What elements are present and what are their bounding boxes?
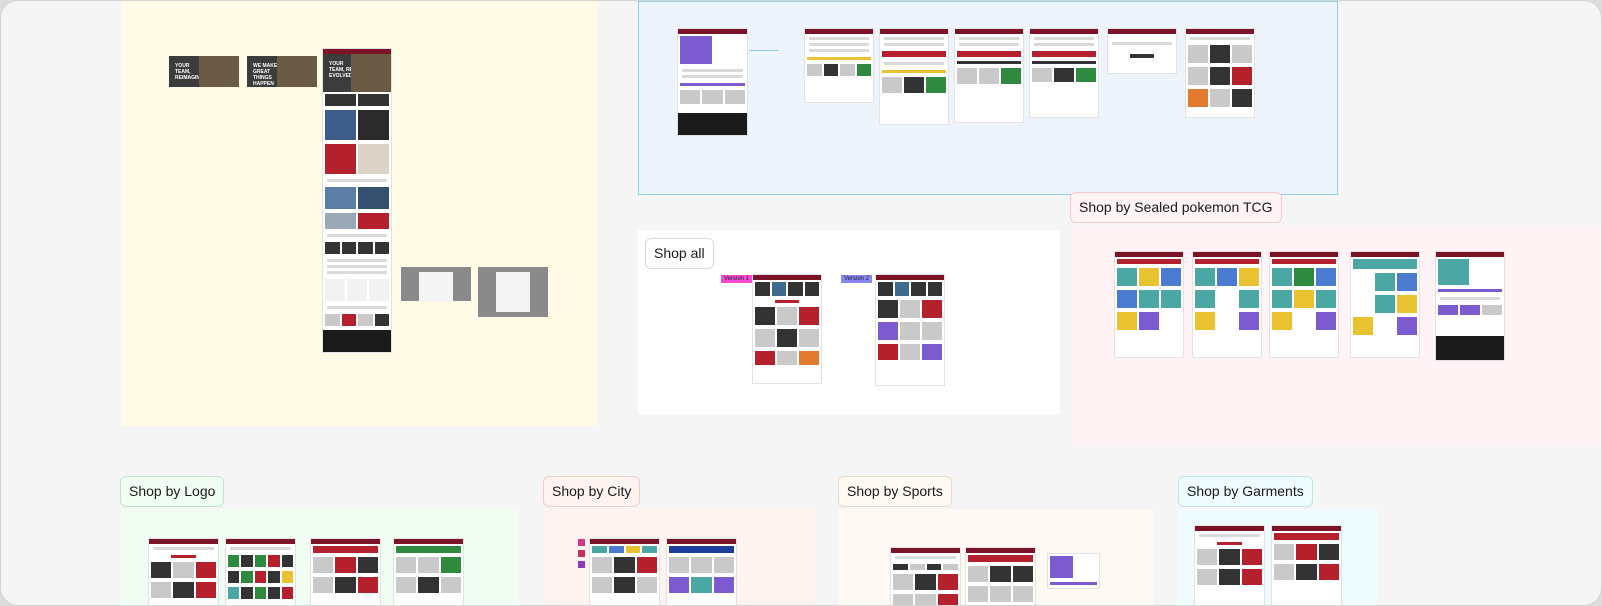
site-header: [323, 49, 391, 54]
pokemon-frame-3[interactable]: [1269, 251, 1339, 358]
city-swatch: [578, 539, 585, 546]
empty-state-frame[interactable]: [1107, 28, 1177, 74]
garments-frame-2[interactable]: [1271, 525, 1342, 605]
section-label-sealed-pokemon[interactable]: Shop by Sealed pokemon TCG: [1070, 192, 1282, 223]
shop-sports-section: [838, 509, 1154, 605]
shop-garments-section: [1178, 509, 1378, 605]
pokemon-frame-4[interactable]: [1350, 251, 1420, 358]
version-tag-2: Version 2: [841, 275, 873, 283]
homepage-frame[interactable]: YOUR TEAM, RE-EVOLVED: [322, 48, 392, 353]
banner-title: WE MAKE GREAT THINGS HAPPEN: [253, 63, 278, 87]
banner-photo: [351, 54, 391, 92]
logo-frame-1[interactable]: [148, 538, 219, 605]
city-swatch: [578, 561, 585, 568]
cart-frame-2[interactable]: [879, 28, 949, 125]
banner-title: YOUR TEAM, REIMAGINED: [175, 63, 207, 81]
modal-thumb-2[interactable]: [478, 267, 548, 317]
sports-frame-2[interactable]: [965, 547, 1036, 605]
hero-banner-thumb-2[interactable]: WE MAKE GREAT THINGS HAPPEN: [247, 56, 317, 87]
city-frame-2[interactable]: [666, 538, 737, 605]
banner-photo: [277, 56, 317, 87]
section-label-shop-city[interactable]: Shop by City: [543, 476, 641, 507]
product-detail-frame[interactable]: [677, 28, 748, 136]
modal-thumb-1[interactable]: [401, 267, 471, 302]
banner-photo: [199, 56, 239, 87]
sports-product-frame[interactable]: [1047, 553, 1100, 589]
hero-banner-thumb-1[interactable]: YOUR TEAM, REIMAGINED: [169, 56, 239, 87]
banner-title: YOUR TEAM, RE-EVOLVED: [329, 61, 355, 79]
wishlist-frame[interactable]: [1185, 28, 1255, 118]
section-label-shop-garments[interactable]: Shop by Garments: [1178, 476, 1313, 507]
logo-frame-4[interactable]: [393, 538, 464, 605]
shop-all-v1-frame[interactable]: [752, 274, 822, 384]
cart-frame-4[interactable]: [1029, 28, 1099, 118]
version-tag-1: Version 1: [721, 275, 753, 283]
shop-city-section: [544, 509, 814, 605]
site-footer: [323, 330, 391, 352]
checkout-flow-section: [638, 1, 1338, 195]
logo-frame-2[interactable]: [225, 538, 296, 605]
logo-frame-3[interactable]: [310, 538, 381, 605]
shop-all-v2-frame[interactable]: [875, 274, 945, 386]
pokemon-frame-2[interactable]: [1192, 251, 1262, 358]
section-label-shop-sports[interactable]: Shop by Sports: [838, 476, 952, 507]
sports-frame-1[interactable]: [890, 547, 961, 605]
section-label-shop-all[interactable]: Shop all: [645, 238, 714, 269]
garments-frame-1[interactable]: [1194, 525, 1265, 605]
pokemon-product-frame[interactable]: [1435, 251, 1505, 361]
cart-frame-3[interactable]: [954, 28, 1024, 123]
hero-banner: YOUR TEAM, RE-EVOLVED: [323, 54, 391, 92]
cart-frame-1[interactable]: [804, 28, 874, 103]
flow-connector: [749, 50, 779, 51]
pokemon-frame-1[interactable]: [1114, 251, 1184, 358]
city-frame-1[interactable]: [589, 538, 660, 605]
shop-all-section: Shop all Version 1 Version 2: [638, 230, 1060, 414]
city-swatch: [578, 550, 585, 557]
homepage-section: YOUR TEAM, REIMAGINED WE MAKE GREAT THIN…: [121, 1, 597, 426]
shop-logo-section: [121, 509, 518, 605]
sealed-pokemon-section: [1072, 226, 1601, 446]
section-label-shop-logo[interactable]: Shop by Logo: [120, 476, 225, 507]
